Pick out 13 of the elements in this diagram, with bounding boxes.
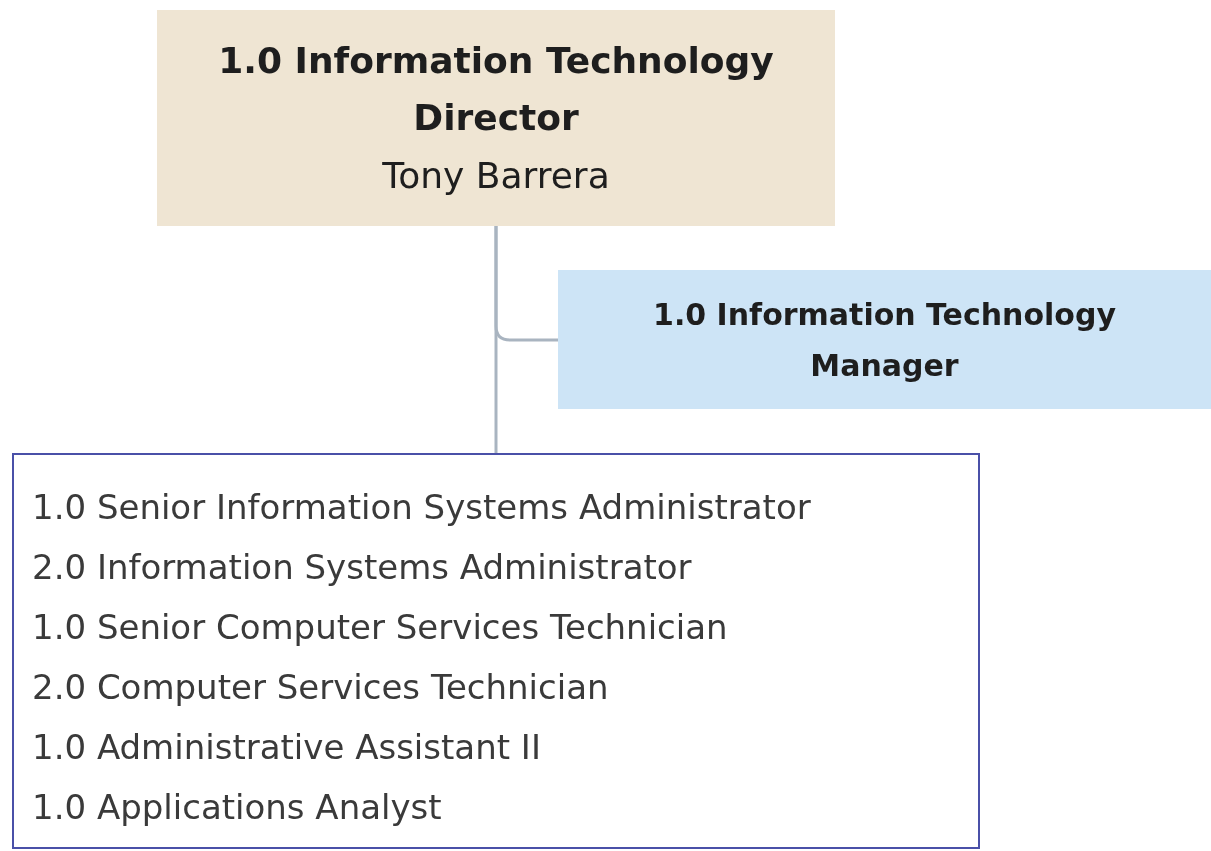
- position-line: 1.0 Administrative Assistant II: [32, 726, 541, 769]
- person-name: Tony Barrera: [382, 153, 610, 198]
- position-line: 1.0 Senior Computer Services Technician: [32, 606, 728, 649]
- position-line: 1.0 Applications Analyst: [32, 786, 442, 829]
- position-line: 1.0 Senior Information Systems Administrator: [32, 486, 811, 529]
- position-box: [157, 10, 835, 226]
- position-line: 2.0 Computer Services Technician: [32, 666, 609, 709]
- position-line: 2.0 Information Systems Administrator: [32, 546, 692, 589]
- position-box: [558, 270, 1211, 409]
- staff-list-box: [12, 453, 980, 849]
- position-title: 1.0 Information Technology Manager: [652, 295, 1117, 385]
- connector-line: [494, 226, 498, 453]
- position-title: 1.0 Information Technology Director: [217, 38, 775, 141]
